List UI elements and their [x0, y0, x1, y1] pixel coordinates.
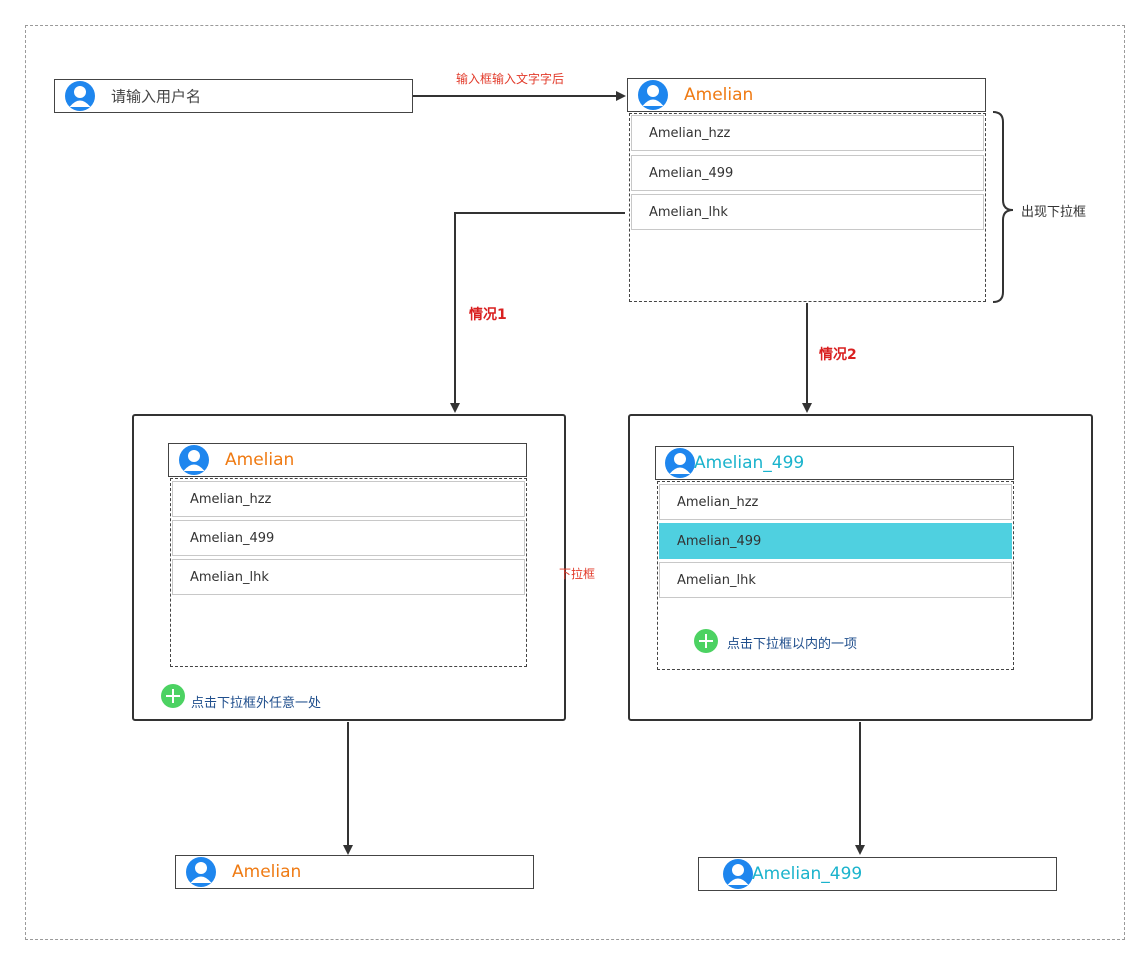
click-inside-label: 点击下拉框以内的一项: [727, 637, 858, 652]
username-value: Amelian_499: [694, 453, 805, 473]
dropdown-appears-label: 出现下拉框: [1021, 205, 1087, 220]
result1-username-input[interactable]: Amelian: [175, 855, 534, 889]
username-placeholder: 请输入用户名: [111, 87, 202, 106]
dropdown-option[interactable]: Amelian_lhk: [631, 194, 984, 230]
dropdown-option[interactable]: Amelian_499: [172, 520, 525, 556]
dropdown-option[interactable]: Amelian_499: [631, 155, 984, 191]
username-input-empty[interactable]: 请输入用户名: [54, 79, 413, 113]
plus-circle-icon: [161, 684, 185, 708]
dropdown-option-selected[interactable]: Amelian_499: [659, 523, 1012, 559]
dropdown-option[interactable]: Amelian_hzz: [172, 481, 525, 517]
result2-username-input[interactable]: Amelian_499: [698, 857, 1057, 891]
username-input-typed[interactable]: Amelian: [627, 78, 986, 112]
case2-username-input[interactable]: Amelian_499: [655, 446, 1014, 480]
username-value: Amelian_499: [752, 864, 863, 884]
username-value: Amelian: [232, 862, 302, 882]
user-avatar-icon: [179, 445, 209, 475]
username-value: Amelian: [684, 85, 754, 105]
user-avatar-icon: [638, 80, 668, 110]
after-typing-label: 输入框输入文字字后: [456, 72, 565, 86]
case2-label: 情况2: [819, 347, 857, 363]
diagram-canvas: [25, 25, 1125, 940]
dropdown-label: 下拉框: [559, 567, 596, 581]
plus-circle-icon: [694, 629, 718, 653]
user-avatar-icon: [723, 859, 753, 889]
click-outside-label: 点击下拉框外任意一处: [191, 696, 322, 711]
user-avatar-icon: [665, 448, 695, 478]
dropdown-option[interactable]: Amelian_hzz: [659, 484, 1012, 520]
user-avatar-icon: [65, 81, 95, 111]
username-value: Amelian: [225, 450, 295, 470]
case1-username-input[interactable]: Amelian: [168, 443, 527, 477]
user-avatar-icon: [186, 857, 216, 887]
dropdown-option[interactable]: Amelian_hzz: [631, 115, 984, 151]
dropdown-option[interactable]: Amelian_lhk: [172, 559, 525, 595]
dropdown-option[interactable]: Amelian_lhk: [659, 562, 1012, 598]
case1-label: 情况1: [469, 307, 507, 323]
